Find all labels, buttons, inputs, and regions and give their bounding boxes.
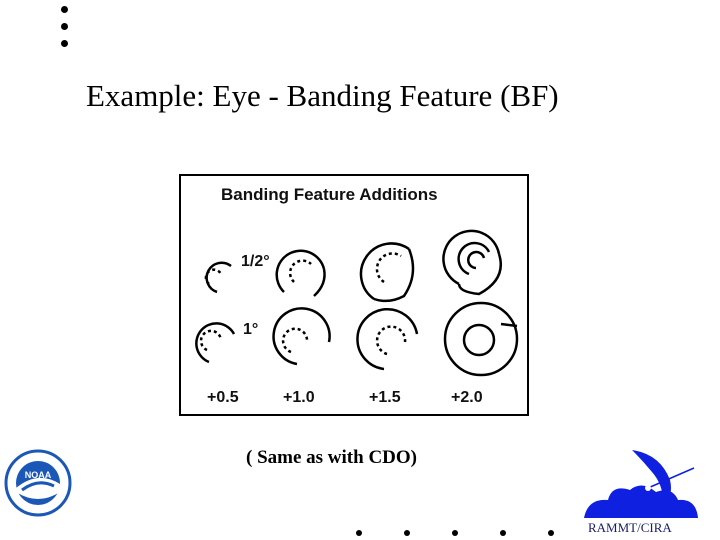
row-label-half-degree: 1/2° [241, 253, 270, 270]
column-label-0-5: +0.5 [207, 389, 239, 406]
footer-org-label: RAMMT/CIRA [588, 520, 672, 535]
band-shape-row2-col4 [443, 301, 519, 377]
cira-logo [584, 450, 698, 518]
figure-title: Banding Feature Additions [221, 185, 438, 204]
band-shape-row2-col1 [195, 322, 236, 364]
band-shape-row1-col1 [204, 261, 232, 294]
band-shape-row2-col2 [272, 307, 331, 366]
noaa-logo-text: NOAA [25, 470, 52, 480]
noaa-logo: NOAA [4, 449, 72, 517]
band-shape-row2-col3 [356, 308, 419, 371]
row-label-one-degree: 1° [243, 321, 258, 338]
figure-border [179, 174, 529, 416]
bullet-dots-horizontal [356, 530, 566, 538]
column-label-1-0: +1.0 [283, 389, 315, 406]
slide-title: Example: Eye - Banding Feature (BF) [86, 78, 559, 113]
banding-feature-figure: Banding Feature Additions 1/2° 1° [179, 174, 529, 416]
band-shape-row1-col3 [359, 242, 415, 303]
bullet-dots-vertical [60, 6, 70, 54]
figure-caption: ( Same as with CDO) [246, 447, 417, 468]
column-label-1-5: +1.5 [369, 389, 401, 406]
band-shape-row1-col2 [275, 249, 326, 297]
band-shape-row1-col4 [442, 229, 502, 296]
column-label-2-0: +2.0 [451, 389, 483, 406]
